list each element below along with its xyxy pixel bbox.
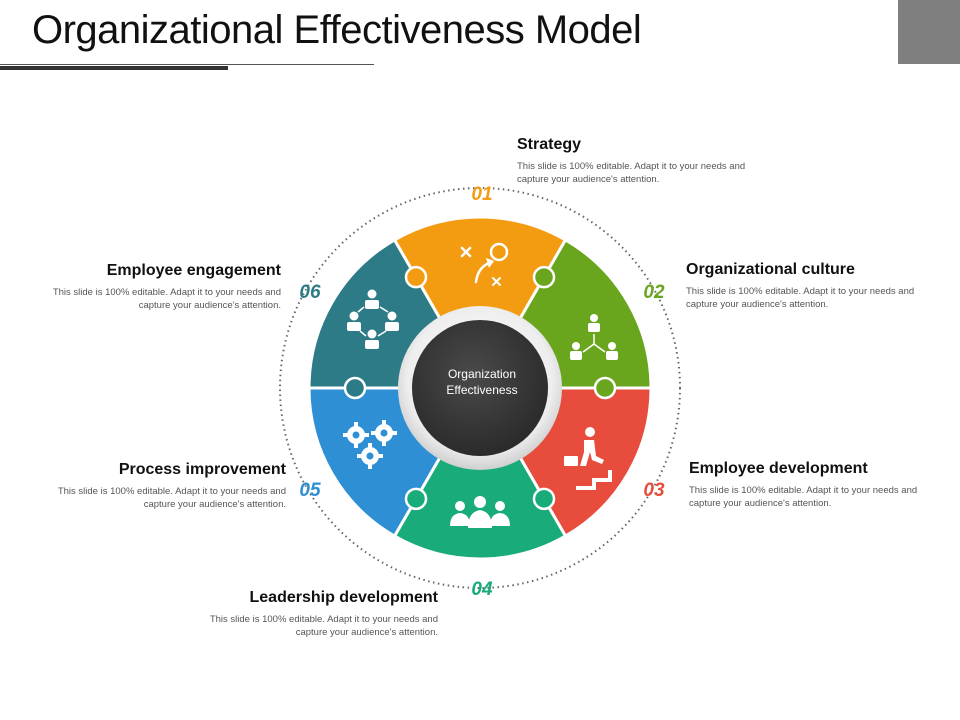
strategy-heading: Strategy (517, 136, 582, 153)
employee-development-heading: Employee development (689, 460, 868, 477)
corner-accent-box (898, 0, 960, 64)
knob-strategy-culture (532, 265, 556, 289)
segment-number-06: 06 (299, 282, 321, 303)
employee-engagement-block: Employee engagement This slide is 100% e… (31, 262, 281, 312)
people-connection-icon (347, 289, 399, 349)
strategy-description: This slide is 100% editable. Adapt it to… (517, 161, 746, 185)
strategy-play-icon (460, 242, 509, 286)
employee-engagement-heading: Employee engagement (106, 262, 281, 279)
leadership-development-heading: Leadership development (249, 589, 439, 606)
organizational-culture-description: This slide is 100% editable. Adapt it to… (686, 286, 915, 310)
puzzle-knobs (343, 265, 617, 511)
climbing-stairs-icon (564, 427, 612, 490)
process-improvement-block: Process improvement This slide is 100% e… (36, 461, 286, 511)
title-rule-thin (0, 64, 374, 65)
knob-strategy-engagement (404, 265, 428, 289)
knob-leadership-process (404, 487, 428, 511)
center-label: Organization Effectiveness (412, 366, 552, 398)
process-improvement-description: This slide is 100% editable. Adapt it to… (57, 486, 286, 510)
segment-number-02: 02 (643, 282, 665, 303)
title-rule-thick (0, 66, 228, 70)
center-label-line1: Organization (447, 367, 517, 381)
segment-number-01: 01 (471, 184, 492, 205)
outer-dotted-ring (279, 187, 681, 589)
employee-engagement-description: This slide is 100% editable. Adapt it to… (52, 287, 281, 311)
center-label-line2: Effectiveness (446, 383, 518, 397)
leadership-development-block: Leadership development This slide is 100… (188, 589, 438, 639)
organizational-culture-heading: Organizational culture (686, 261, 855, 278)
strategy-block: Strategy This slide is 100% editable. Ad… (517, 136, 767, 186)
gears-icon (343, 420, 397, 469)
slide-title: Organizational Effectiveness Model (32, 8, 642, 52)
segment-number-05: 05 (299, 480, 321, 501)
segment-number-04: 04 (471, 579, 493, 600)
knob-development-leadership (532, 487, 556, 511)
leadership-development-description: This slide is 100% editable. Adapt it to… (209, 614, 438, 638)
organizational-culture-block: Organizational culture This slide is 100… (686, 261, 936, 311)
segment-number-03: 03 (643, 480, 665, 501)
employee-development-block: Employee development This slide is 100% … (689, 460, 939, 510)
team-network-icon (570, 314, 618, 360)
center-core (412, 320, 548, 456)
knob-culture-development (593, 376, 617, 400)
process-improvement-heading: Process improvement (118, 461, 286, 478)
knob-process-engagement (343, 376, 367, 400)
leadership-group-icon (450, 496, 510, 528)
employee-development-description: This slide is 100% editable. Adapt it to… (689, 485, 918, 509)
